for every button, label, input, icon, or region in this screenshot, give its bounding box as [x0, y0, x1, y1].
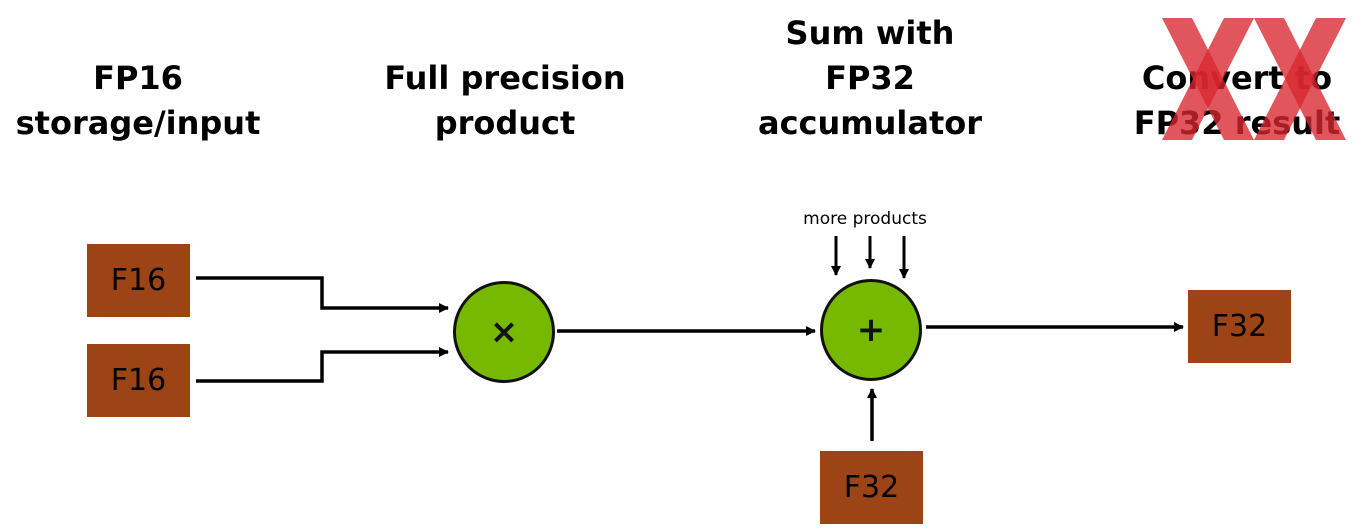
more-products-label: more products [803, 209, 927, 229]
heading-line: FP16 [93, 59, 183, 97]
connector-input-b-to-multiply [196, 347, 449, 383]
register-result-f32: F32 [1188, 290, 1291, 363]
heading-line: Full precision [384, 59, 626, 97]
heading-sum-accumulator: Sum with FP32 accumulator [710, 11, 1030, 146]
heading-line: FP32 [825, 59, 915, 97]
xx-logo-icon [1162, 18, 1346, 140]
register-input-b-f16: F16 [87, 344, 190, 417]
heading-line: Sum with [785, 14, 955, 52]
heading-line: product [434, 104, 576, 142]
add-operator: + [820, 279, 922, 381]
heading-line: accumulator [757, 104, 983, 142]
connector-input-a-to-multiply [196, 276, 449, 313]
multiply-operator: × [453, 281, 555, 383]
register-input-a-f16: F16 [87, 244, 190, 317]
register-accumulator-f32: F32 [820, 451, 923, 524]
heading-storage-input: FP16 storage/input [0, 56, 298, 146]
heading-full-precision-product: Full precision product [345, 56, 665, 146]
heading-line: storage/input [15, 104, 261, 142]
